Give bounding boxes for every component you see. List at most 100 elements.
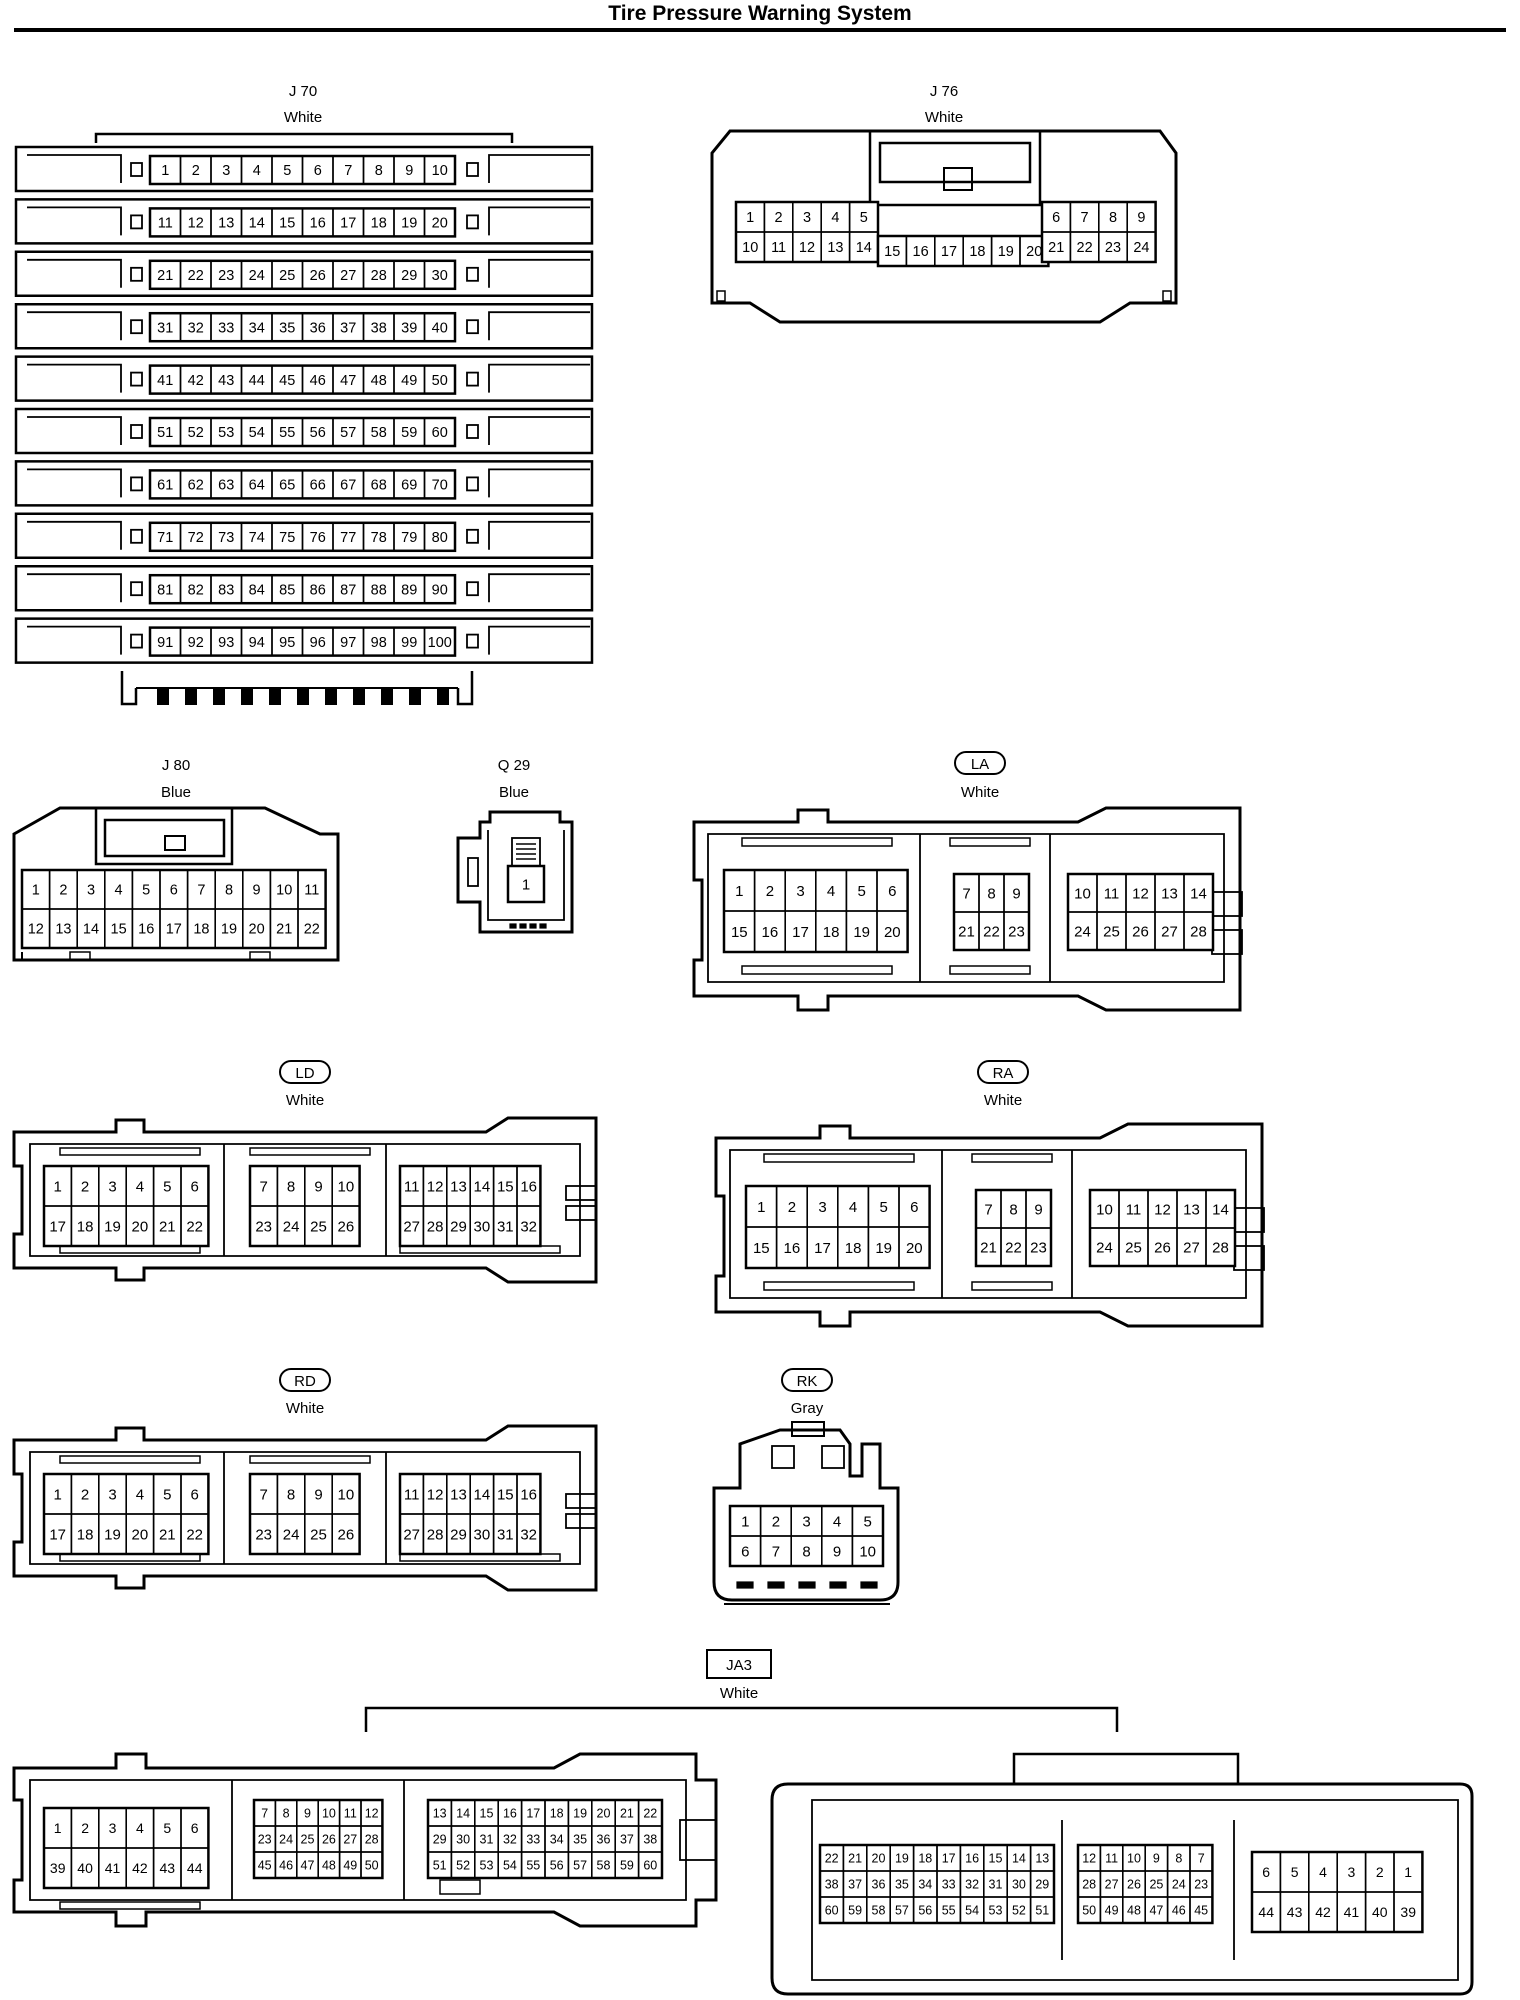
ja3-left-housing bbox=[12, 1752, 718, 1928]
pin-label: 62 bbox=[188, 478, 204, 494]
pin-label: 30 bbox=[456, 1833, 470, 1847]
pin-label: 6 bbox=[170, 883, 178, 899]
j70-row-rail bbox=[27, 625, 590, 655]
j80-code-label: J 80 bbox=[162, 757, 190, 774]
pin-cell bbox=[1126, 231, 1157, 263]
pin-label: 22 bbox=[304, 922, 320, 938]
pin-label: 23 bbox=[255, 1526, 272, 1543]
ja3-right-inner bbox=[811, 1799, 1459, 1981]
pin-label: 10 bbox=[1096, 1201, 1113, 1218]
pin-label: 24 bbox=[283, 1526, 300, 1543]
RA-top-rail bbox=[971, 1153, 1053, 1163]
rd-code-label: RD bbox=[294, 1373, 316, 1390]
pin-label: 71 bbox=[157, 530, 173, 546]
j76-latch-frame bbox=[868, 131, 1042, 207]
pin-label: 49 bbox=[343, 1859, 357, 1873]
q29-inner-frame bbox=[487, 830, 565, 921]
pin-cell bbox=[297, 908, 327, 949]
pin-label: 59 bbox=[848, 1904, 862, 1918]
pin-cell bbox=[423, 626, 456, 657]
pin-label: 13 bbox=[827, 240, 843, 256]
pin-label: 51 bbox=[1035, 1904, 1049, 1918]
pin-label: 26 bbox=[1154, 1239, 1171, 1256]
pin-label: 14 bbox=[1212, 1201, 1229, 1218]
pin-cell bbox=[180, 1205, 210, 1247]
pin-label: 21 bbox=[159, 1218, 176, 1235]
pin-label: 19 bbox=[221, 922, 237, 938]
pin-label: 20 bbox=[906, 1240, 923, 1257]
pin-label: 59 bbox=[401, 425, 417, 441]
rk-color-label: Gray bbox=[791, 1400, 824, 1417]
ja3-left-side-lock bbox=[679, 1819, 717, 1861]
RD-top-rail bbox=[249, 1455, 371, 1464]
pin-label: 1 bbox=[735, 883, 743, 900]
pin-label: 19 bbox=[401, 216, 417, 232]
j70-row-lock-right bbox=[466, 581, 479, 597]
pin-label: 44 bbox=[1258, 1904, 1274, 1920]
LA-side-lock bbox=[1211, 929, 1243, 955]
RA-inner-frame bbox=[729, 1149, 1247, 1299]
j70-row-lock-right bbox=[466, 319, 479, 335]
LD-side-lock bbox=[565, 1185, 597, 1201]
LD-inner-frame bbox=[29, 1143, 581, 1257]
j80-bottom-notch bbox=[249, 951, 271, 961]
pin-label: 14 bbox=[474, 1486, 491, 1503]
pin-cell bbox=[1393, 1891, 1424, 1933]
pin-label: 19 bbox=[998, 244, 1014, 260]
pin-label: 16 bbox=[138, 922, 154, 938]
ld-code-badge bbox=[279, 1060, 331, 1084]
pin-label: 56 bbox=[918, 1904, 932, 1918]
RA-side-lock bbox=[1233, 1207, 1265, 1233]
LA-housing bbox=[692, 806, 1242, 1012]
pin-label: 50 bbox=[365, 1859, 379, 1873]
ja3-color-label: White bbox=[720, 1685, 758, 1702]
pin-label: 57 bbox=[340, 425, 356, 441]
pin-label: 28 bbox=[1212, 1239, 1229, 1256]
pin-label: 8 bbox=[287, 1486, 295, 1503]
pin-label: 26 bbox=[338, 1526, 355, 1543]
pin-label: 23 bbox=[1105, 240, 1121, 256]
pin-cell bbox=[180, 1513, 210, 1555]
pin-label: 92 bbox=[188, 635, 204, 651]
LA-top-rail bbox=[741, 837, 893, 847]
pin-label: 73 bbox=[218, 530, 234, 546]
pin-label: 40 bbox=[77, 1860, 93, 1876]
pin-label: 60 bbox=[432, 425, 448, 441]
pin-label: 11 bbox=[1104, 885, 1120, 902]
j70-row-lock-left bbox=[130, 266, 143, 282]
pin-label: 52 bbox=[456, 1859, 470, 1873]
pin-label: 11 bbox=[344, 1807, 357, 1821]
pin-label: 31 bbox=[480, 1833, 494, 1847]
pin-label: 16 bbox=[310, 216, 326, 232]
pin-label: 51 bbox=[433, 1859, 447, 1873]
pin-label: 24 bbox=[283, 1218, 300, 1235]
pin-label: 13 bbox=[450, 1486, 467, 1503]
j70-row-lock-right bbox=[466, 266, 479, 282]
pin-label: 7 bbox=[984, 1201, 992, 1218]
pin-label: 18 bbox=[550, 1807, 564, 1821]
pin-label: 90 bbox=[432, 582, 448, 598]
pin-label: 30 bbox=[1012, 1878, 1026, 1892]
pin-label: 2 bbox=[59, 883, 67, 899]
pin-label: 15 bbox=[111, 922, 127, 938]
pin-label: 48 bbox=[1127, 1904, 1141, 1918]
pin-label: 91 bbox=[157, 635, 173, 651]
pin-label: 2 bbox=[1376, 1864, 1384, 1880]
pin-label: 18 bbox=[77, 1526, 94, 1543]
rk-bottom-tooth bbox=[860, 1581, 878, 1589]
j80-color-label: Blue bbox=[161, 784, 191, 801]
pin-label: 29 bbox=[401, 268, 417, 284]
pin-label: 20 bbox=[132, 1526, 149, 1543]
pin-label: 25 bbox=[301, 1833, 315, 1847]
title-rule bbox=[14, 28, 1506, 32]
pin-cell bbox=[423, 574, 456, 604]
pin-label: 5 bbox=[864, 1513, 872, 1530]
pin-label: 28 bbox=[427, 1526, 444, 1543]
RD-top-rail bbox=[59, 1455, 201, 1464]
pin-label: 22 bbox=[1005, 1239, 1022, 1256]
j70-bottom-tooth bbox=[437, 687, 449, 705]
pin-label: 74 bbox=[249, 530, 265, 546]
q29-code-label: Q 29 bbox=[498, 757, 531, 774]
pin-label: 22 bbox=[186, 1218, 203, 1235]
